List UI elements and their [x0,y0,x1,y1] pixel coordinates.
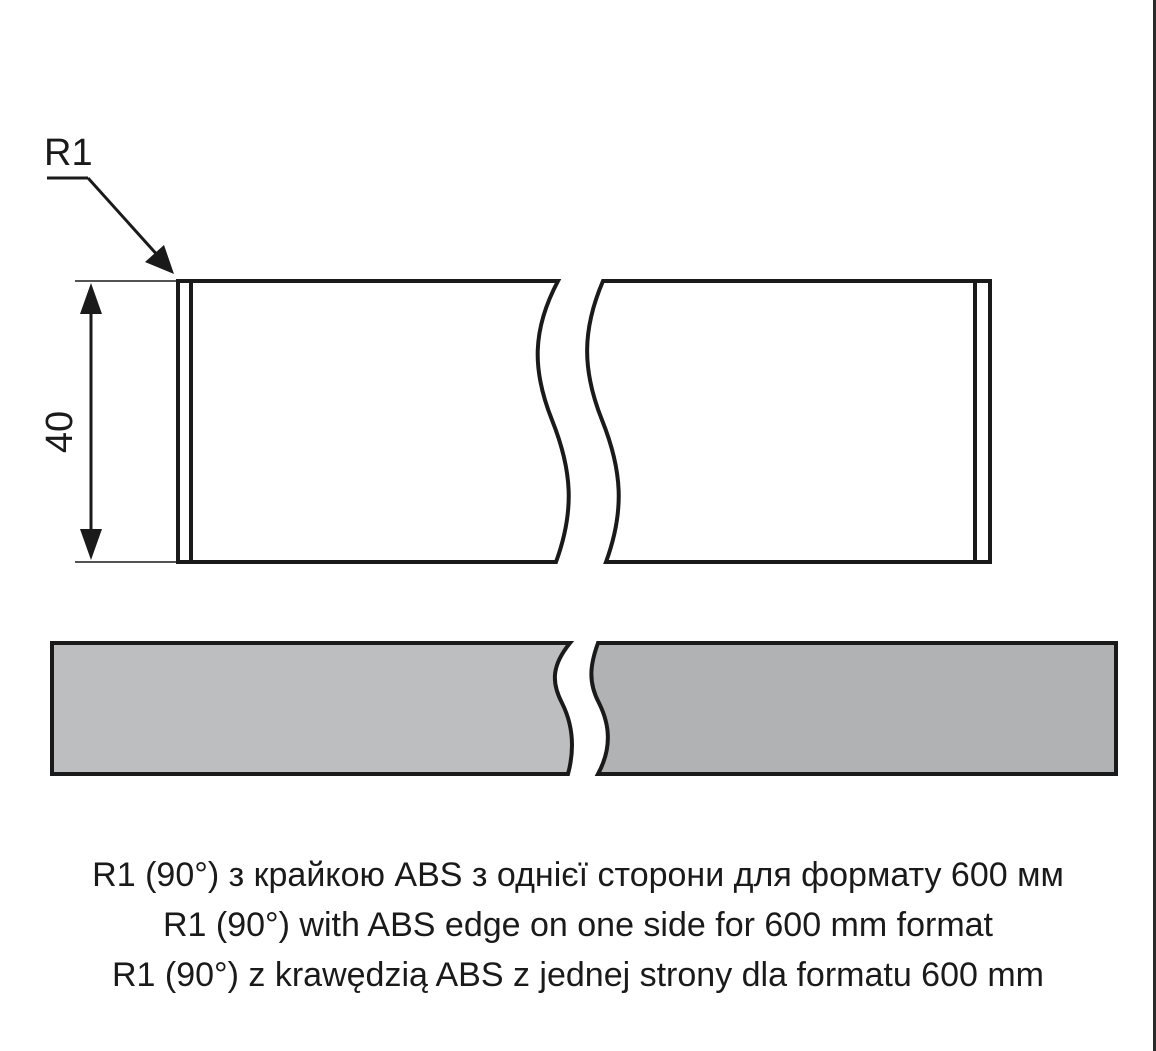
caption-ukrainian: R1 (90°) з крайкою ABS з однієї сторони … [92,856,1064,894]
caption-polish: R1 (90°) z krawędzią ABS z jednej strony… [112,956,1044,994]
right-border-line [1153,0,1156,1051]
side-profile-right-piece [589,641,1118,776]
caption-english: R1 (90°) with ABS edge on one side for 6… [162,906,993,944]
height-label: 40 [39,411,81,453]
front-view-right-piece [585,279,992,564]
radius-leader-arrow [47,176,174,274]
side-profile-left-piece [50,641,575,776]
front-view-left-piece [176,279,571,564]
height-dimension [75,280,178,563]
radius-label: R1 [44,132,93,174]
